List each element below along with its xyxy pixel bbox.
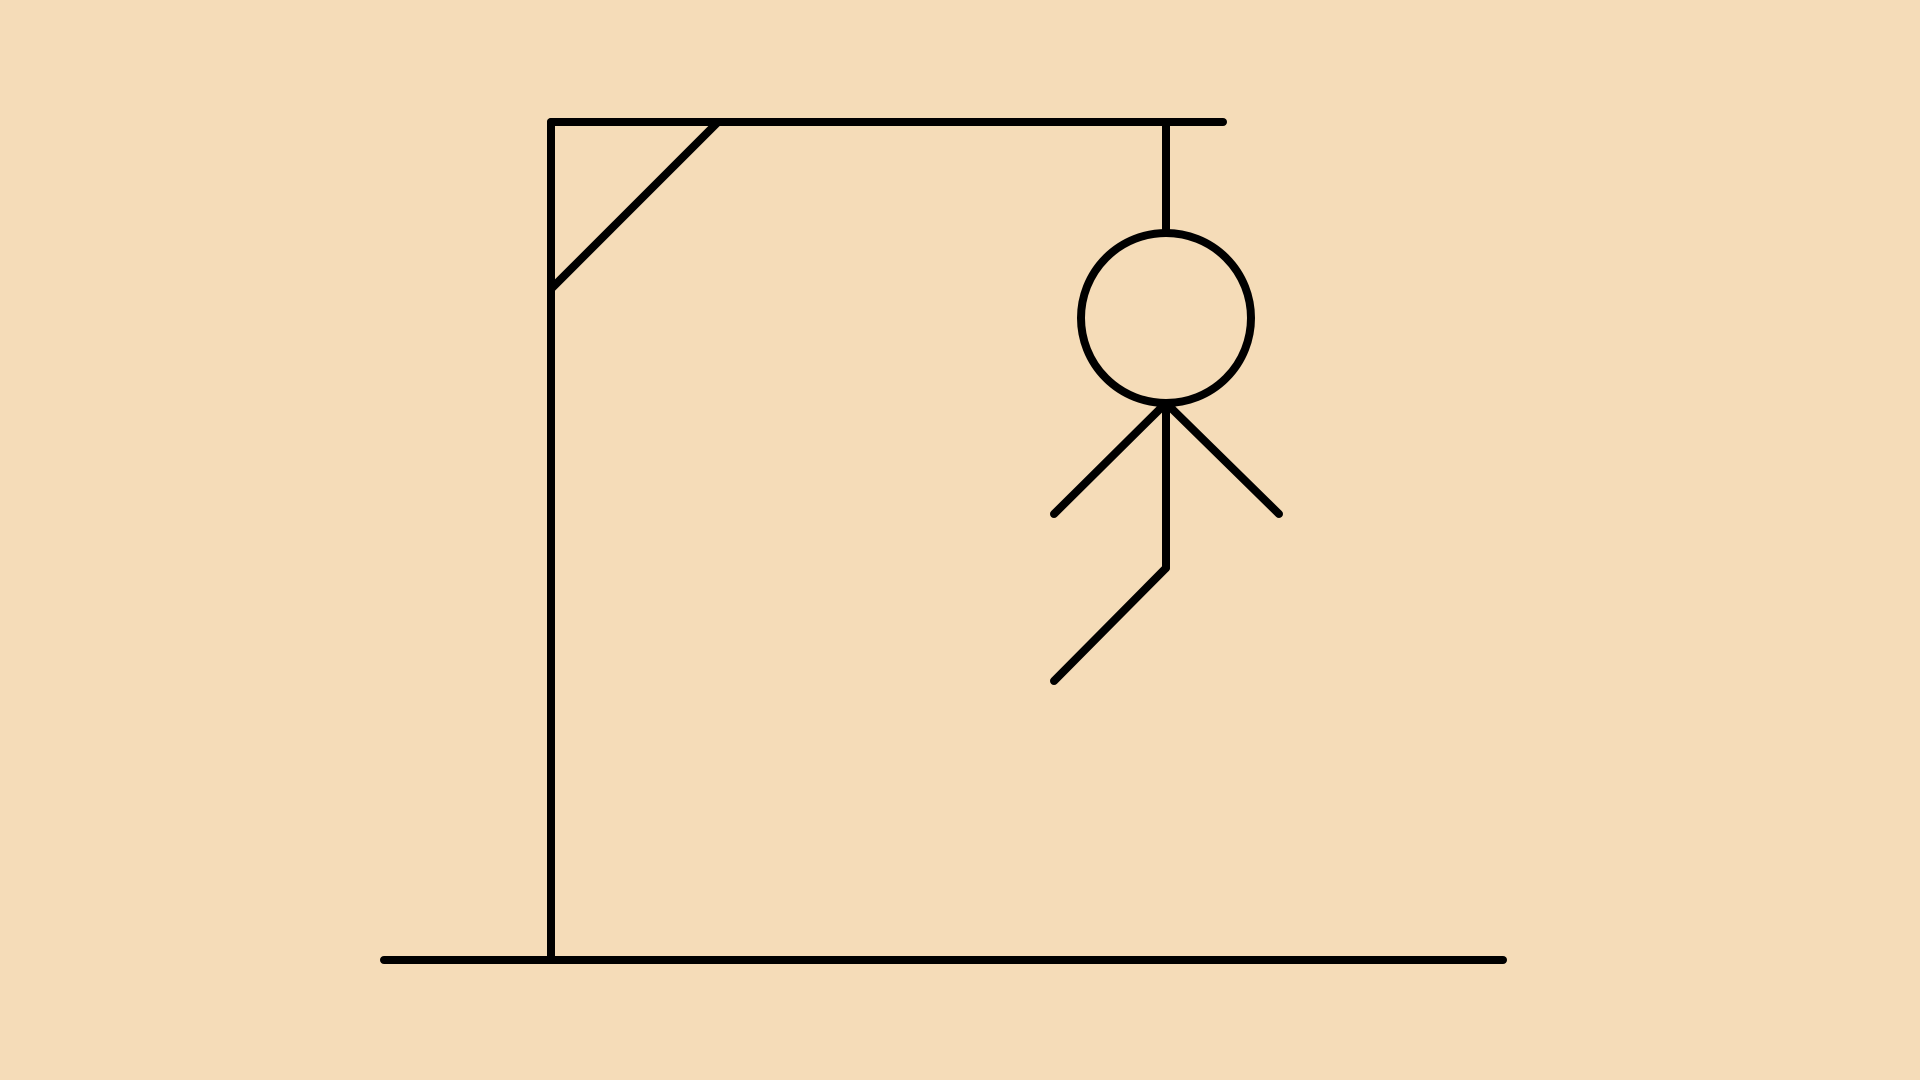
gallows-brace (547, 118, 722, 293)
hangman-figure (1050, 229, 1283, 685)
figure-right-arm (1162, 399, 1283, 518)
figure-left-leg (1050, 564, 1170, 685)
figure-left-arm (1050, 399, 1170, 518)
gallows (380, 118, 1507, 964)
